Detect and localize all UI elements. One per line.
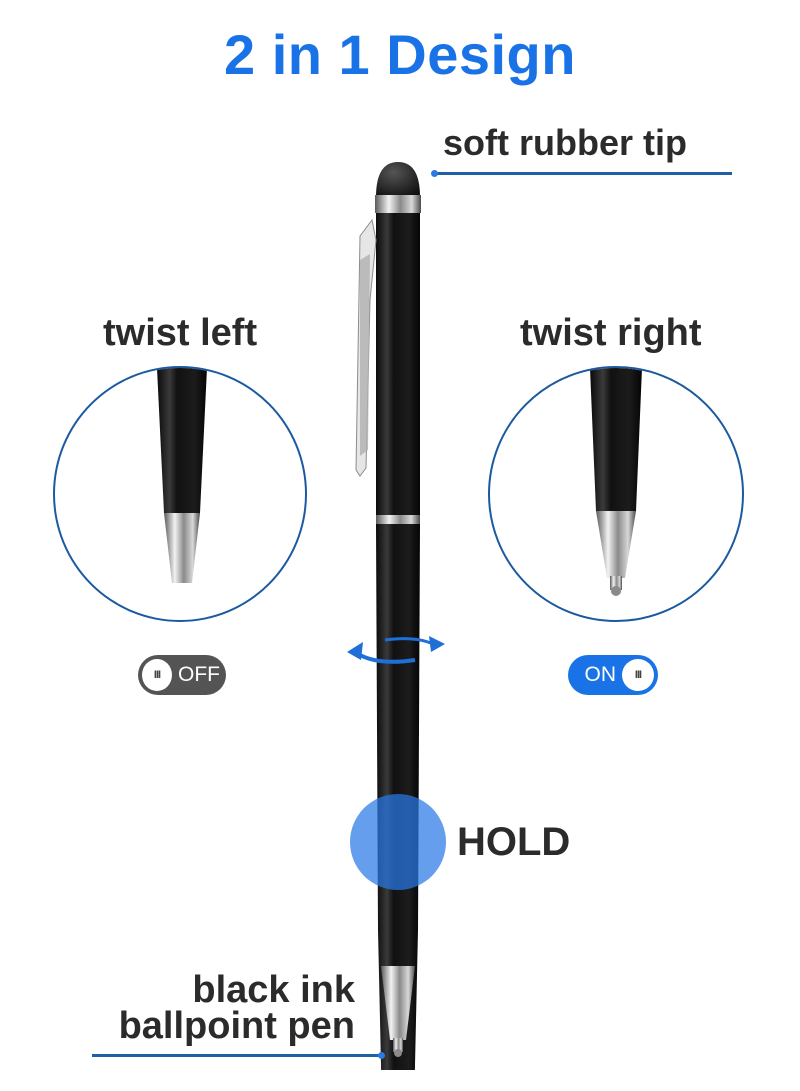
- toggle-on-switch[interactable]: ON III: [568, 655, 658, 695]
- toggle-knob: III: [622, 659, 654, 691]
- ballpoint-label: black ink ballpoint pen: [118, 969, 355, 1047]
- ballpoint-label-line2: ballpoint pen: [118, 1005, 355, 1047]
- retracted-tip-icon: [157, 368, 207, 583]
- ballpoint-leader-dot: [378, 1052, 385, 1059]
- toggle-off-switch[interactable]: III OFF: [138, 655, 226, 695]
- twist-left-label: twist left: [103, 312, 258, 354]
- toggle-off-label: OFF: [178, 663, 220, 686]
- twist-right-label: twist right: [520, 312, 702, 354]
- ballpoint-label-line1: black ink: [192, 969, 355, 1011]
- soft-tip-leader-dot: [431, 170, 438, 177]
- extended-tip-icon: [590, 368, 642, 596]
- toggle-knob: III: [142, 659, 172, 691]
- hold-label: HOLD: [457, 820, 571, 864]
- hold-grip-marker: [350, 794, 446, 890]
- stylus-pen-illustration: [355, 162, 421, 1070]
- ballpoint-leader-line: [92, 1054, 380, 1057]
- page-title: 2 in 1 Design: [224, 23, 576, 86]
- twist-right-detail-circle: [488, 366, 744, 622]
- soft-rubber-tip-label: soft rubber tip: [443, 122, 687, 163]
- twist-left-detail-circle: [53, 366, 307, 622]
- toggle-on-label: ON: [584, 663, 617, 686]
- rotate-arrows-icon: [347, 636, 445, 664]
- ballpoint-tip-icon: [393, 1038, 403, 1057]
- soft-tip-leader-line: [434, 172, 732, 175]
- stylus-tip-icon: [376, 162, 420, 197]
